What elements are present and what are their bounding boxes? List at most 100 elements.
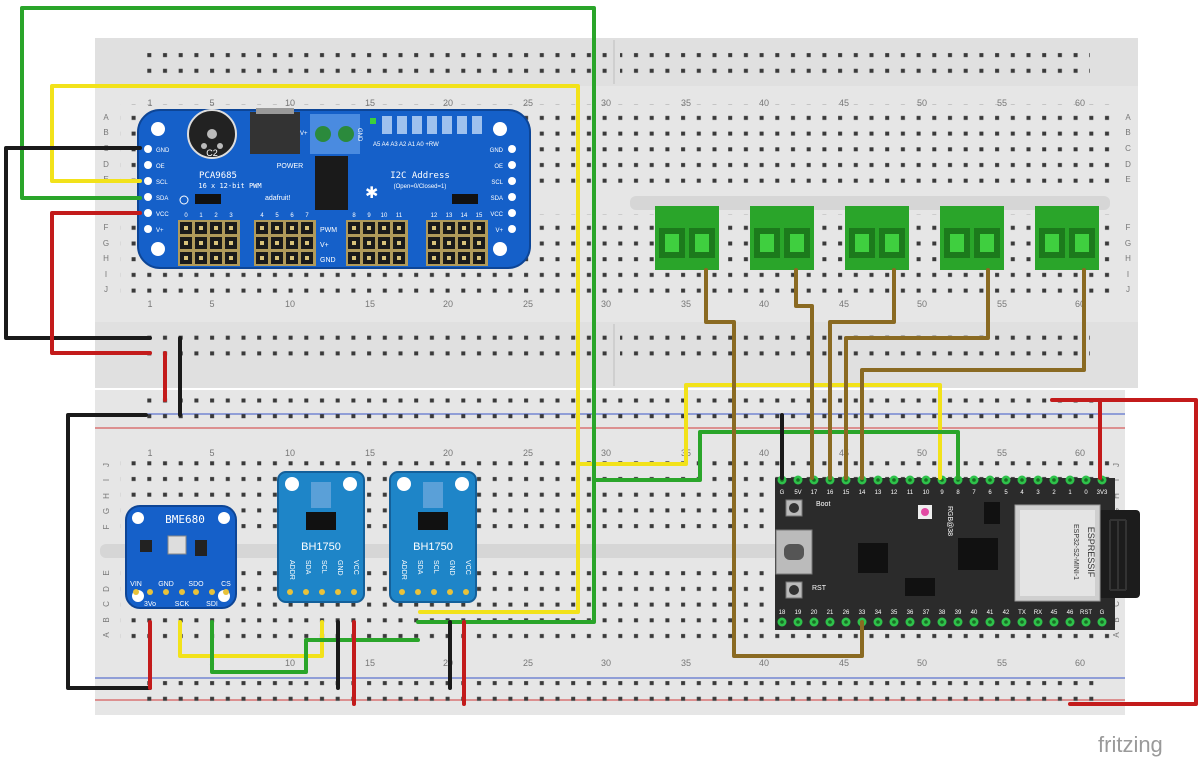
esp32-pin-hole — [1068, 620, 1072, 624]
esp32-pin-label: 17 — [811, 490, 818, 496]
channel-number: 10 — [381, 213, 388, 219]
bh1750-chip — [418, 512, 448, 530]
row-letter: G — [102, 508, 111, 514]
row-letter: J — [1126, 285, 1130, 294]
adafruit-brand: adafruit! — [265, 195, 290, 202]
fritzing-logo: fritzing — [1098, 732, 1163, 757]
pca-left-pin-label: V+ — [156, 228, 164, 234]
column-number: 35 — [681, 98, 691, 108]
esp32-pin-hole — [796, 478, 800, 482]
esp32-pin-hole — [988, 620, 992, 624]
top-rail-holes-bottom-right — [620, 330, 1090, 360]
row-letter: I — [1127, 270, 1129, 279]
bh1750-pin-pad — [335, 589, 341, 595]
pca9685-servo-headers — [178, 220, 488, 266]
pca-pin-pad — [508, 145, 516, 153]
row-letter: B — [103, 128, 108, 137]
wire-black-gnd-top — [4, 146, 152, 340]
esp32-pin-hole — [876, 620, 880, 624]
esp32-pin-label: 40 — [971, 610, 978, 616]
header-pin-core — [199, 226, 203, 230]
esp32-pin-hole — [780, 620, 784, 624]
header-pin-core — [199, 241, 203, 245]
row-letter: J — [1112, 463, 1121, 467]
column-number: 20 — [443, 448, 453, 458]
power-label: POWER — [277, 163, 303, 170]
esp32-pin-hole — [1068, 478, 1072, 482]
row-letter: I — [1112, 479, 1121, 481]
header-pin-core — [290, 256, 294, 260]
esp32-pin-hole — [892, 478, 896, 482]
channel-number: 15 — [476, 213, 483, 219]
esp32-pin-label: 46 — [1067, 610, 1074, 616]
esp32-pin-hole — [972, 620, 976, 624]
header-pin-core — [290, 241, 294, 245]
bh1750-pcb — [277, 471, 365, 603]
esp32-pin-label: G — [780, 490, 785, 496]
header-pin-core — [352, 226, 356, 230]
esp32-pin-label: 11 — [907, 490, 914, 496]
column-number: 10 — [285, 299, 295, 309]
bme680-pcb — [125, 505, 237, 609]
bh1750-pin-label: GND — [448, 560, 455, 576]
channel-number: 7 — [305, 213, 309, 219]
row-letter: A — [103, 113, 109, 122]
bme680-pin-label: VIN — [130, 581, 142, 588]
top-rail-holes-bottom-left — [140, 330, 610, 360]
wire-brown-pwm-4 — [844, 268, 990, 480]
screw-terminal — [655, 206, 719, 270]
esp32-pin-hole — [908, 478, 912, 482]
esp32-pin-label: 19 — [795, 610, 802, 616]
pca9685-chip — [315, 156, 348, 210]
header-pin-core — [432, 226, 436, 230]
header-pin-core — [397, 241, 401, 245]
header-pin-core — [214, 241, 218, 245]
esp32-pin-label: RX — [1034, 610, 1042, 616]
header-pin-core — [397, 226, 401, 230]
column-number: 35 — [681, 299, 691, 309]
esp32-pin-label: 5 — [1004, 490, 1008, 496]
column-number: 40 — [759, 658, 769, 668]
header-pin-core — [260, 256, 264, 260]
bh1750-pin-label: SCL — [432, 560, 439, 574]
channel-number: 13 — [446, 213, 453, 219]
bme680-pin-label: 3Vo — [144, 601, 156, 608]
row-letter: C — [1112, 601, 1121, 607]
column-number: 30 — [601, 299, 611, 309]
wire-green-sda-bh2 — [416, 478, 596, 624]
pca-left-pin-label: SDA — [156, 196, 168, 202]
column-number: 40 — [759, 299, 769, 309]
bme680-pin-label: CS — [221, 581, 231, 588]
header-pin-core — [367, 241, 371, 245]
header-pin-core — [447, 241, 451, 245]
row-letter: A — [102, 632, 111, 638]
header-pin-core — [275, 241, 279, 245]
esp32-chip — [858, 543, 888, 573]
column-number: 5 — [209, 448, 214, 458]
bh1750-pin-label: SDA — [304, 560, 311, 575]
wire-red-right-loop — [1050, 398, 1198, 706]
esp32-pin-hole — [1020, 478, 1024, 482]
esp32-pin-label: TX — [1018, 610, 1026, 616]
pca-pin-pad — [144, 209, 152, 217]
pwm-label: PWM — [320, 227, 337, 234]
column-number: 15 — [365, 448, 375, 458]
esp32-pin-hole — [1084, 478, 1088, 482]
pca-pin-pad — [144, 225, 152, 233]
pca-right-pin-label: OE — [494, 164, 503, 170]
wire-brown-pwm-3 — [828, 268, 896, 480]
row-letter: J — [102, 463, 111, 467]
bme680-pin-label: SCK — [175, 601, 190, 608]
header-pin-core — [229, 241, 233, 245]
esp32-pin-label: 8 — [956, 490, 960, 496]
bh1750-pin-label: GND — [336, 560, 343, 576]
wire-brown-pwm-5 — [860, 268, 1086, 480]
wire-brown-pwm-1 — [704, 268, 864, 658]
esp32-pin-hole — [1052, 478, 1056, 482]
header-pin-core — [462, 256, 466, 260]
row-letter: A — [1112, 632, 1121, 638]
vplus-top-label: V+ — [300, 131, 308, 137]
rst-label: RST — [812, 585, 827, 592]
